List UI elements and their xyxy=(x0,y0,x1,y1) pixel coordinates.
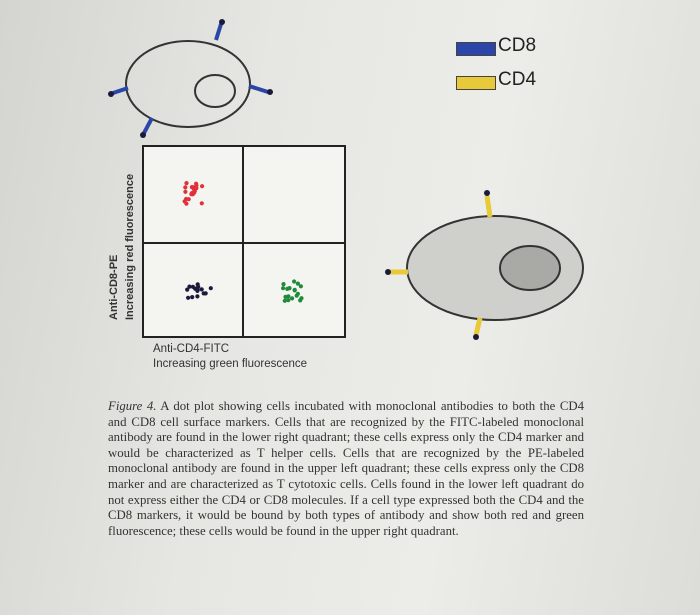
cell-dot xyxy=(295,281,300,286)
cd4-receptor xyxy=(473,317,483,340)
figure-caption: Figure 4. A dot plot showing cells incub… xyxy=(108,399,584,539)
cell-dot xyxy=(187,284,192,289)
cell-dot xyxy=(282,298,287,303)
cell-dot xyxy=(285,286,290,291)
x-axis-label-line1: Anti-CD4-FITC xyxy=(153,343,230,355)
caption-text: A dot plot showing cells incubated with … xyxy=(108,399,584,538)
x-axis-label: Anti-CD4-FITC Increasing green fluoresce… xyxy=(153,342,307,372)
cell-dot xyxy=(201,291,206,296)
cell-dot xyxy=(195,282,200,287)
lower-left-dot-cluster xyxy=(185,282,213,300)
cell-dot xyxy=(195,287,200,293)
cell-dot xyxy=(298,284,303,289)
cell-dot xyxy=(184,201,189,206)
cell-dot xyxy=(281,286,286,291)
cell-dot xyxy=(294,293,299,298)
cell-dot xyxy=(184,196,189,202)
cell-dot xyxy=(290,296,295,301)
cd8-swatch xyxy=(456,42,496,56)
y-axis-label: Anti-CD8-PE Increasing red fluorescence xyxy=(106,174,138,320)
cell-dot xyxy=(190,295,195,300)
x-axis-label-line2: Increasing green fluorescence xyxy=(153,358,308,370)
cd8-receptor xyxy=(248,84,273,95)
cell-dot xyxy=(184,181,189,186)
cell-dot xyxy=(281,282,286,287)
legend-label: CD4 xyxy=(498,69,537,90)
cd8-receptor xyxy=(108,86,129,97)
cd4-swatch xyxy=(456,76,496,90)
cell-dot xyxy=(292,279,297,284)
cell-dot xyxy=(183,189,188,194)
cell-dot xyxy=(286,298,291,303)
cell-dot xyxy=(208,286,213,291)
cd8-cell xyxy=(108,19,273,138)
cell-dot xyxy=(292,288,297,293)
cd4-receptor xyxy=(385,269,408,275)
cell-dot xyxy=(199,287,204,292)
cell-dot xyxy=(191,187,196,192)
cell-dot xyxy=(299,296,304,301)
cell-dot xyxy=(186,295,191,300)
cell-dot xyxy=(283,294,288,299)
cell-dot xyxy=(190,284,195,289)
dot-plot xyxy=(142,145,346,338)
cell-dot xyxy=(199,201,204,206)
figure-label: Figure 4. xyxy=(108,399,157,413)
cd4-cell xyxy=(385,190,584,340)
cd8-receptor xyxy=(140,117,154,138)
upper-left-dot-cluster xyxy=(182,181,205,206)
y-axis-label-line1: Anti-CD8-PE xyxy=(108,254,120,320)
cell-dot xyxy=(195,294,200,299)
y-axis-label-line2: Increasing red fluorescence xyxy=(124,173,136,320)
cd8-receptor xyxy=(214,19,225,41)
cell-dot xyxy=(200,184,205,189)
lower-right-dot-cluster xyxy=(281,279,304,303)
cd4-receptor xyxy=(484,190,493,218)
cell-dot xyxy=(189,192,194,197)
legend-label: CD8 xyxy=(498,35,537,56)
cell-dot xyxy=(185,287,190,292)
cell-dot xyxy=(183,185,188,190)
